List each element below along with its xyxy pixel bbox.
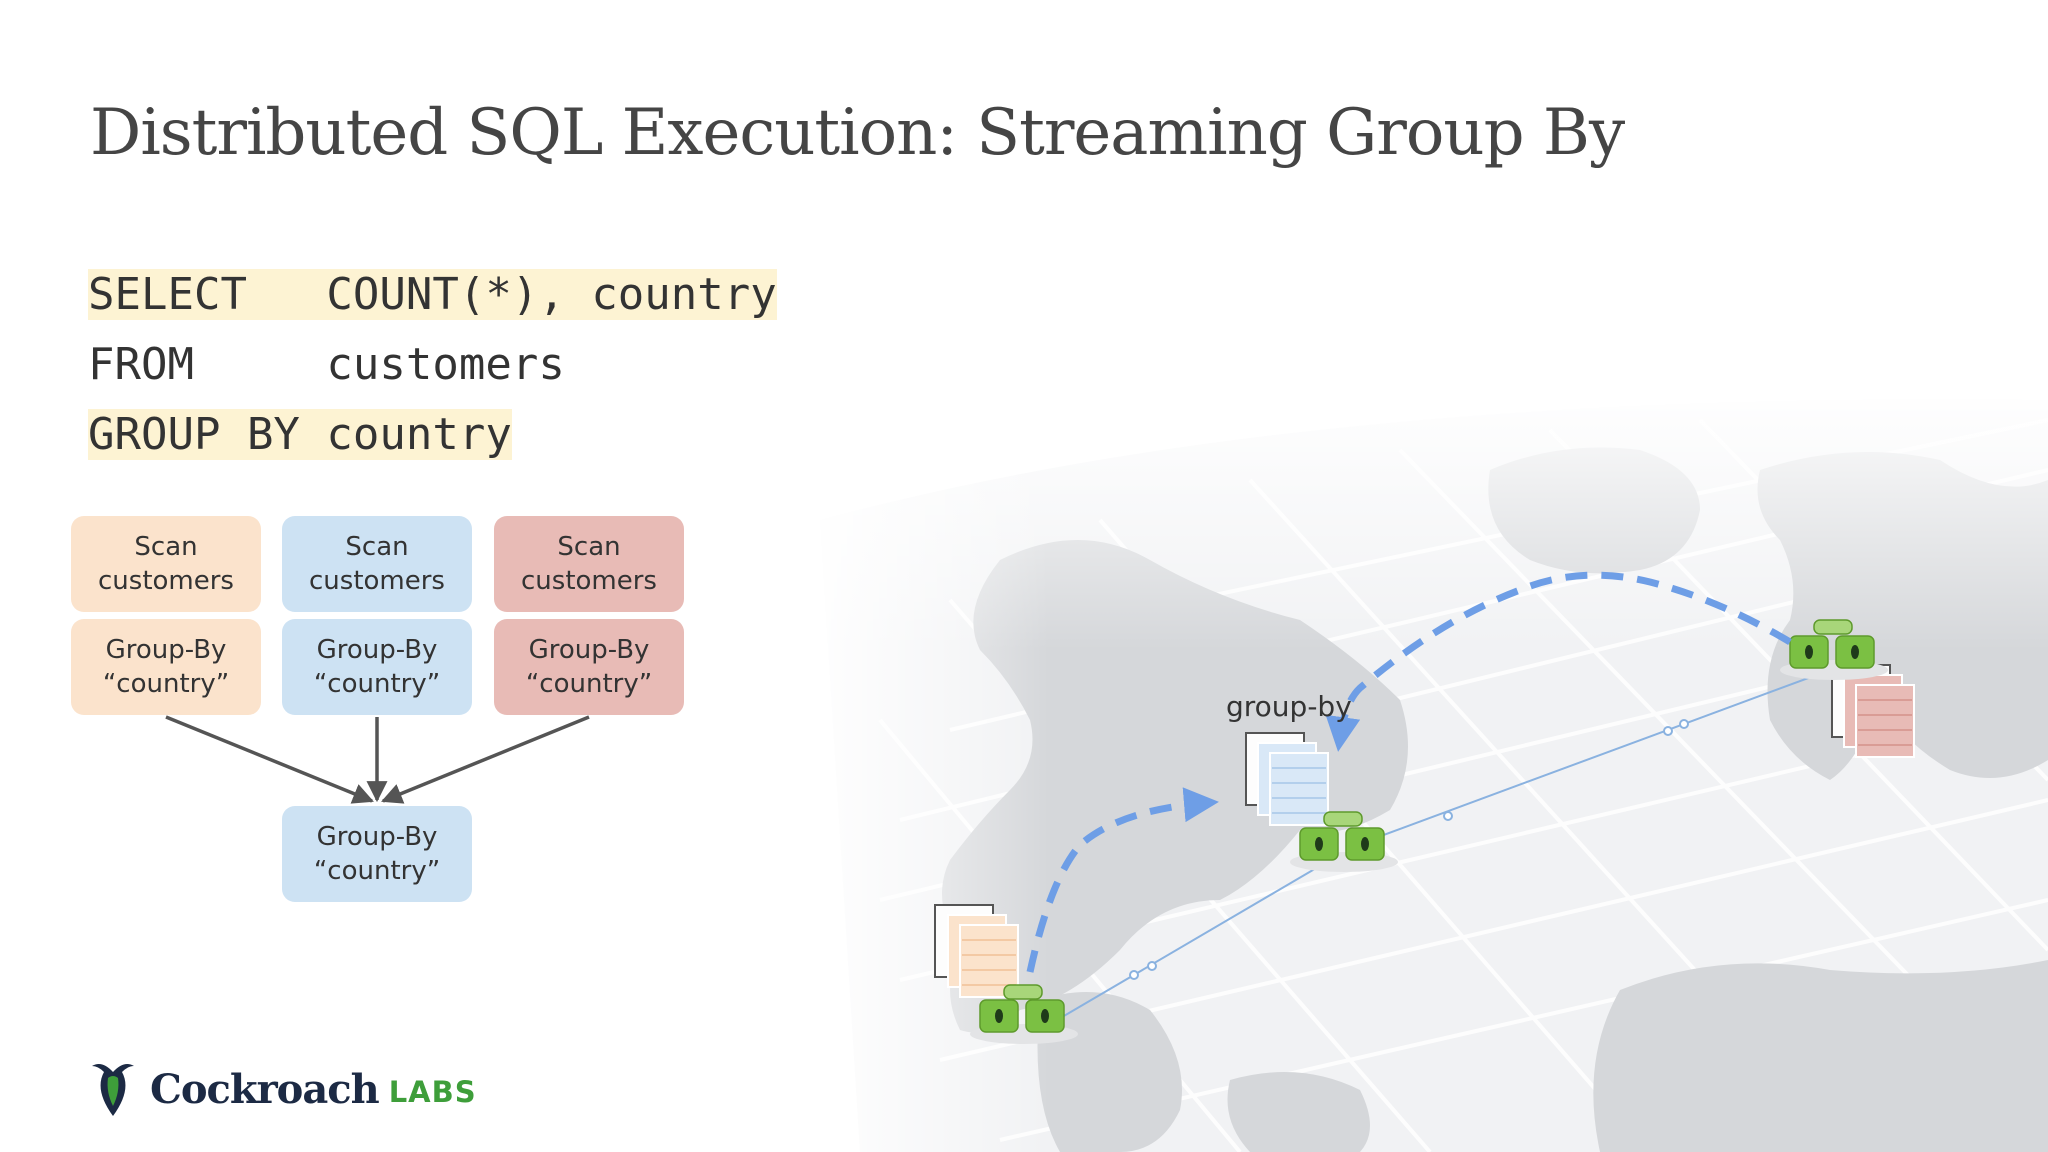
groupby-node-final: Group-By “country” <box>282 806 472 902</box>
node-label-line2: “country” <box>102 669 230 699</box>
link-markers <box>1129 719 1689 980</box>
data-table-red <box>1831 664 1915 758</box>
node-label-line2: “country” <box>525 669 653 699</box>
data-table-blue <box>1245 732 1329 826</box>
dashed-arrow-east-to-central <box>1325 571 1792 752</box>
node-label-line2: customers <box>98 566 234 596</box>
sql-groupby-line: GROUP BY country <box>88 409 512 460</box>
logo-labs-text: LABS <box>388 1075 477 1109</box>
groupby-node-orange: Group-By “country” <box>71 619 261 715</box>
node-label-line1: Scan <box>557 532 621 562</box>
groupby-node-red: Group-By “country” <box>494 619 684 715</box>
node-label-line1: Group-By <box>316 635 438 665</box>
scan-node-orange: Scan customers <box>71 516 261 612</box>
flow-arrow-right <box>381 715 590 804</box>
node-label-line1: Group-By <box>105 635 227 665</box>
flow-arrow-left <box>165 715 374 804</box>
data-table-orange <box>934 904 1019 998</box>
node-label-line2: “country” <box>313 669 441 699</box>
scan-node-blue: Scan customers <box>282 516 472 612</box>
network-links <box>1039 669 1831 1031</box>
db-node-central <box>1290 811 1398 872</box>
db-node-west <box>970 984 1078 1044</box>
sql-from-line: FROM customers <box>88 339 565 390</box>
node-label-line1: Scan <box>345 532 409 562</box>
node-label-line1: Group-By <box>316 822 438 852</box>
slide-title: Distributed SQL Execution: Streaming Gro… <box>90 96 1625 170</box>
node-label-line2: customers <box>309 566 445 596</box>
node-label-line2: “country” <box>313 856 441 886</box>
sql-select-line: SELECT COUNT(*), country <box>88 269 777 320</box>
cockroach-labs-logo: Cockroach LABS <box>88 1060 477 1118</box>
node-label-line1: Scan <box>134 532 198 562</box>
logo-wordmark: Cockroach <box>150 1065 380 1113</box>
sql-query: SELECT COUNT(*), country FROM customers … <box>88 260 777 470</box>
db-node-east <box>1780 619 1888 680</box>
node-label-line2: customers <box>521 566 657 596</box>
cockroach-icon <box>92 1064 134 1116</box>
node-label-line1: Group-By <box>528 635 650 665</box>
map-groupby-label: group-by <box>1226 690 1352 723</box>
groupby-node-blue: Group-By “country” <box>282 619 472 715</box>
dashed-arrow-west-to-central <box>1026 787 1219 973</box>
scan-node-red: Scan customers <box>494 516 684 612</box>
